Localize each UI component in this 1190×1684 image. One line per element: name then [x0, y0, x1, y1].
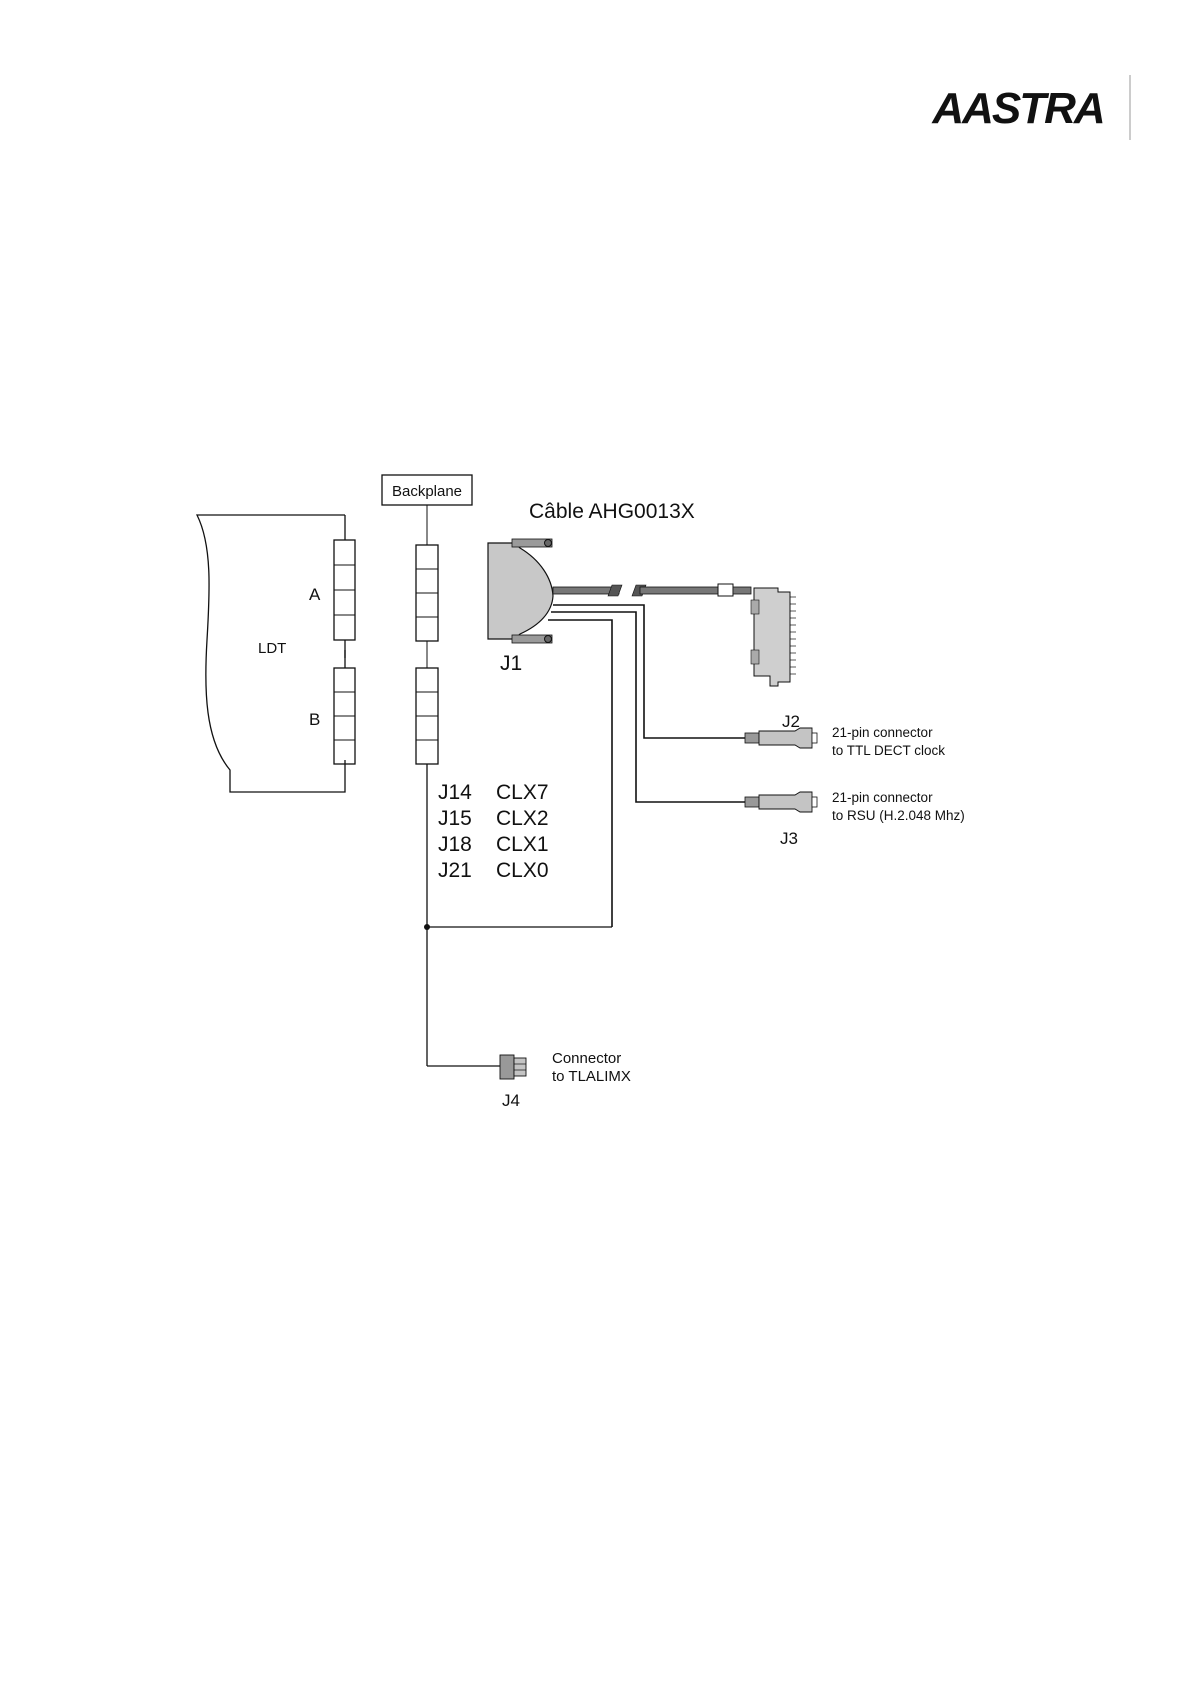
j2-label: J2	[782, 712, 800, 731]
j3-label: J3	[780, 829, 798, 848]
jumper-row-3-clock: CLX0	[496, 859, 549, 882]
j4-desc-line2: to TLALIMX	[552, 1068, 631, 1085]
board-label: LDT	[258, 640, 286, 657]
main-cable	[553, 584, 751, 596]
j1-connector: J1	[488, 539, 553, 675]
slot-b-label: B	[309, 710, 320, 729]
board-slot-b: B	[309, 668, 355, 764]
aastra-logo: AASTRA	[931, 75, 1130, 140]
jumper-row-3-jumper: J21	[438, 859, 472, 882]
j1-wires	[548, 605, 745, 927]
j3-connector: J3 21-pin connector to RSU (H.2.048 Mhz)	[745, 790, 965, 848]
jumper-row-0-clock: CLX7	[496, 781, 549, 804]
j4-label: J4	[502, 1091, 520, 1110]
j2-desc-line2: to TTL DECT clock	[832, 743, 945, 758]
j2-desc-line1: 21-pin connector	[832, 725, 933, 740]
j4-desc-line1: Connector	[552, 1050, 621, 1067]
jumper-row-1-jumper: J15	[438, 807, 472, 830]
jumper-row-2-jumper: J18	[438, 833, 472, 856]
logo-wordmark: AASTRA	[931, 84, 1103, 133]
j1-label: J1	[500, 652, 522, 675]
slot-a-label: A	[309, 585, 321, 604]
jumper-row-0-jumper: J14	[438, 781, 472, 804]
backplane-label: Backplane	[392, 483, 462, 500]
terminal-block	[751, 588, 796, 686]
board-slot-a: A	[309, 540, 355, 640]
jumper-table: J14 CLX7 J15 CLX2 J18 CLX1 J21 CLX0	[438, 781, 549, 882]
ldt-board: LDT	[197, 515, 345, 792]
cable-title: Câble AHG0013X	[529, 500, 695, 523]
j2-connector: J2 21-pin connector to TTL DECT clock	[745, 712, 945, 758]
j4-connector: J4 Connector to TLALIMX	[500, 1050, 631, 1110]
j3-desc-line1: 21-pin connector	[832, 790, 933, 805]
j3-desc-line2: to RSU (H.2.048 Mhz)	[832, 808, 965, 823]
jumper-row-2-clock: CLX1	[496, 833, 549, 856]
jumper-row-1-clock: CLX2	[496, 807, 549, 830]
